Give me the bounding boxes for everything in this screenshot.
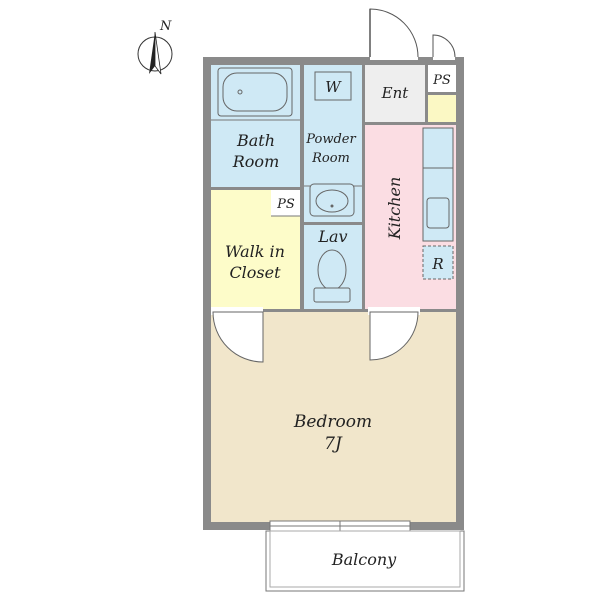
closet-label-2: Closet	[229, 263, 281, 282]
toilet-icon	[313, 249, 351, 303]
washer-mark: W	[325, 78, 342, 96]
balcony-label: Balcony	[331, 550, 397, 569]
ps-entrance-label: PS	[432, 73, 451, 88]
ps-closet-label: PS	[276, 197, 295, 212]
bedroom-door-left-icon	[212, 311, 264, 363]
washer-icon	[314, 71, 352, 101]
closet-label-1: Walk in	[225, 242, 285, 261]
bath-room-label-1: Bath	[236, 131, 275, 150]
entrance-label: Ent	[381, 84, 410, 102]
ps-yellow-box	[428, 95, 456, 122]
washbasin-icon	[309, 183, 355, 217]
bath-room-label-2: Room	[232, 152, 279, 171]
bathtub-icon	[217, 67, 293, 117]
entrance-door-icon	[369, 8, 419, 58]
bedroom-door-right-icon	[369, 311, 419, 361]
north-arrow-icon	[137, 31, 173, 75]
entrance	[365, 65, 425, 122]
kitchen-label: Kitchen	[385, 177, 404, 241]
ps-door-icon	[432, 34, 456, 58]
powder-room-label-2: Room	[311, 151, 350, 166]
fridge-mark: R	[431, 255, 443, 273]
fridge-space	[422, 245, 454, 280]
ps-closet-box	[271, 190, 300, 216]
balcony	[265, 530, 465, 592]
bedroom-size: 7J	[324, 434, 343, 454]
north-label: N	[159, 19, 172, 34]
ps-entrance-box	[428, 65, 456, 92]
lavatory-label: Lav	[317, 227, 347, 246]
powder-room-label-1: Powder	[305, 132, 356, 147]
bedroom-label: Bedroom	[293, 412, 372, 432]
kitchen-sink-icon	[426, 197, 450, 229]
kitchen-counter	[422, 127, 454, 242]
